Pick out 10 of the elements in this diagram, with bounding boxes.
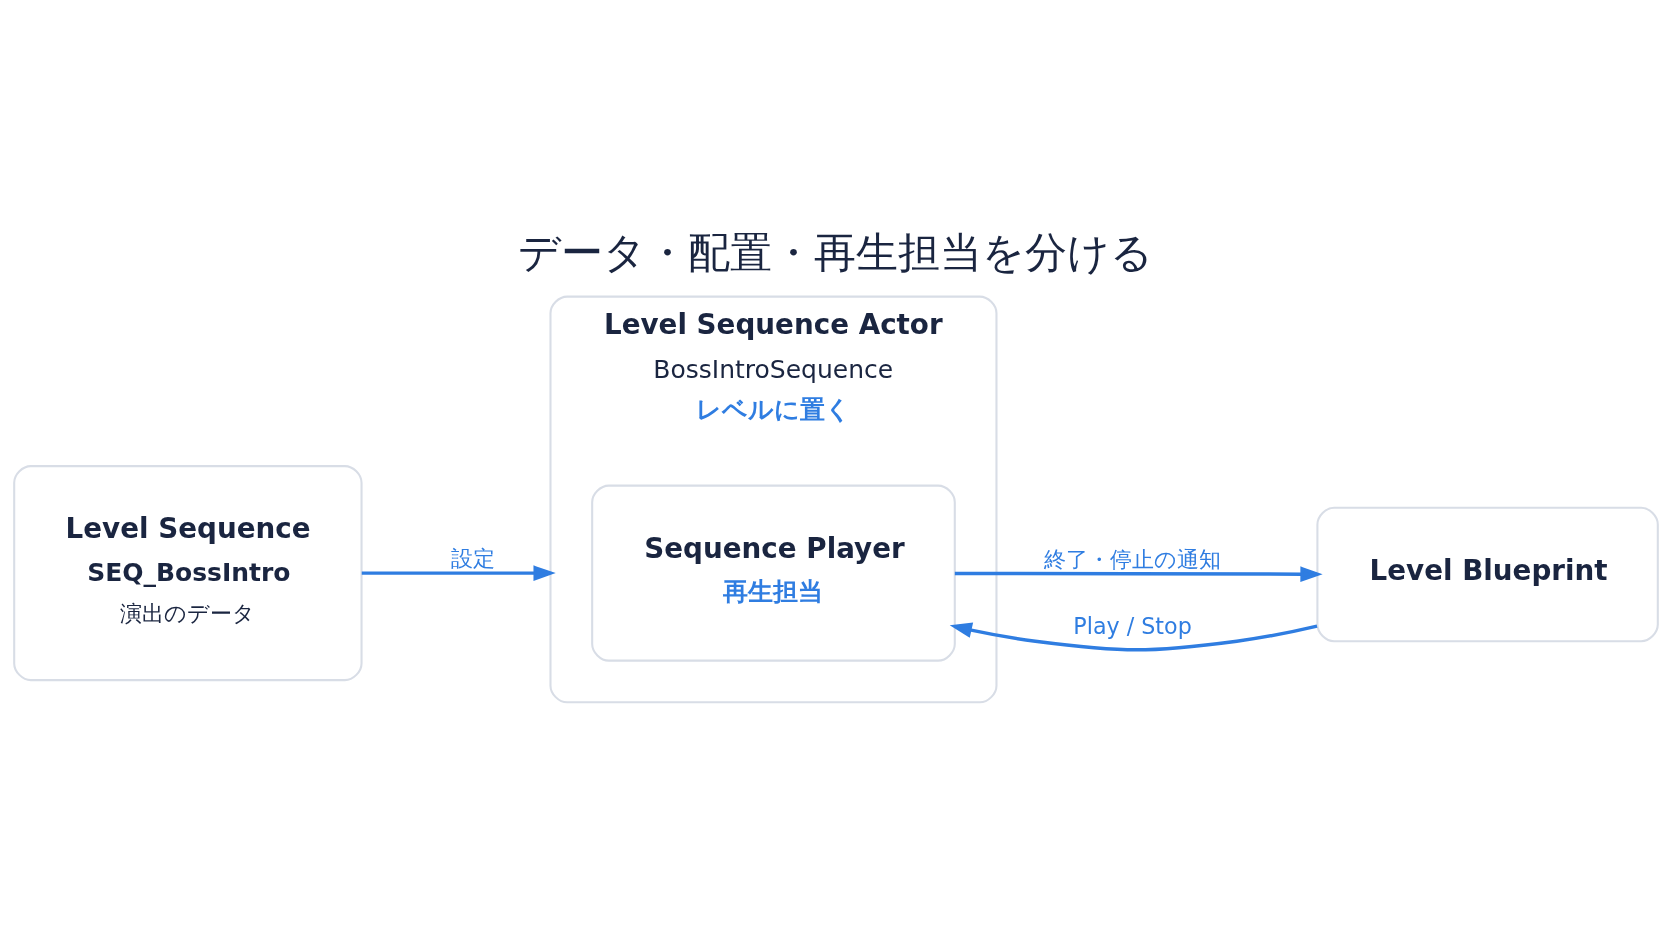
node-box: Level Blueprint	[1316, 506, 1659, 642]
edge-label: 設定	[451, 544, 496, 571]
arrow	[949, 622, 1318, 652]
node-box: Sequence Player 再生担当	[591, 484, 956, 662]
arrow	[361, 564, 556, 581]
edge-label: 終了・停止の通知	[1044, 545, 1222, 572]
edge-label: Play / Stop	[1073, 612, 1192, 639]
arrow	[954, 565, 1323, 582]
diagram-title: データ・配置・再生担当を分ける	[518, 227, 1154, 277]
node-box: Level Sequence SEQ_BossIntro 演出のデータ	[13, 464, 363, 681]
